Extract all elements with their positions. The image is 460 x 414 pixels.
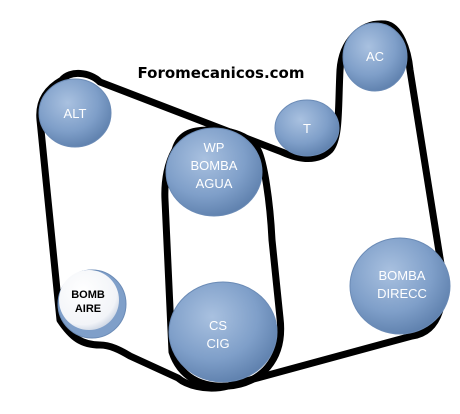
diagram-title: Foromecanicos.com [138,64,305,82]
ac-label: AC [366,49,384,64]
cs-label-line2: CIG [206,336,229,351]
pulley-water-pump: WP BOMBA AGUA [165,127,263,217]
wp-label-line3: AGUA [196,176,233,191]
pulley-air-pump: BOMB AIRE [57,269,127,339]
air-pump-label-line1: BOMB [71,289,105,301]
pulley-alt: ALT [38,78,112,148]
pulley-tensioner: T [274,99,340,157]
pulley-crankshaft: CS CIG [168,281,278,383]
t-label: T [303,121,311,136]
cs-label-line1: CS [209,318,227,333]
wp-label-line1: WP [204,140,225,155]
pulley-power-steering: BOMBA DIRECC [349,237,451,335]
alt-label: ALT [64,106,87,121]
power-steering-label-line1: BOMBA [379,268,426,283]
power-steering-label-line2: DIRECC [377,286,427,301]
pulley-ac: AC [342,22,408,92]
wp-label-line2: BOMBA [191,158,238,173]
air-pump-label-line2: AIRE [75,303,101,315]
